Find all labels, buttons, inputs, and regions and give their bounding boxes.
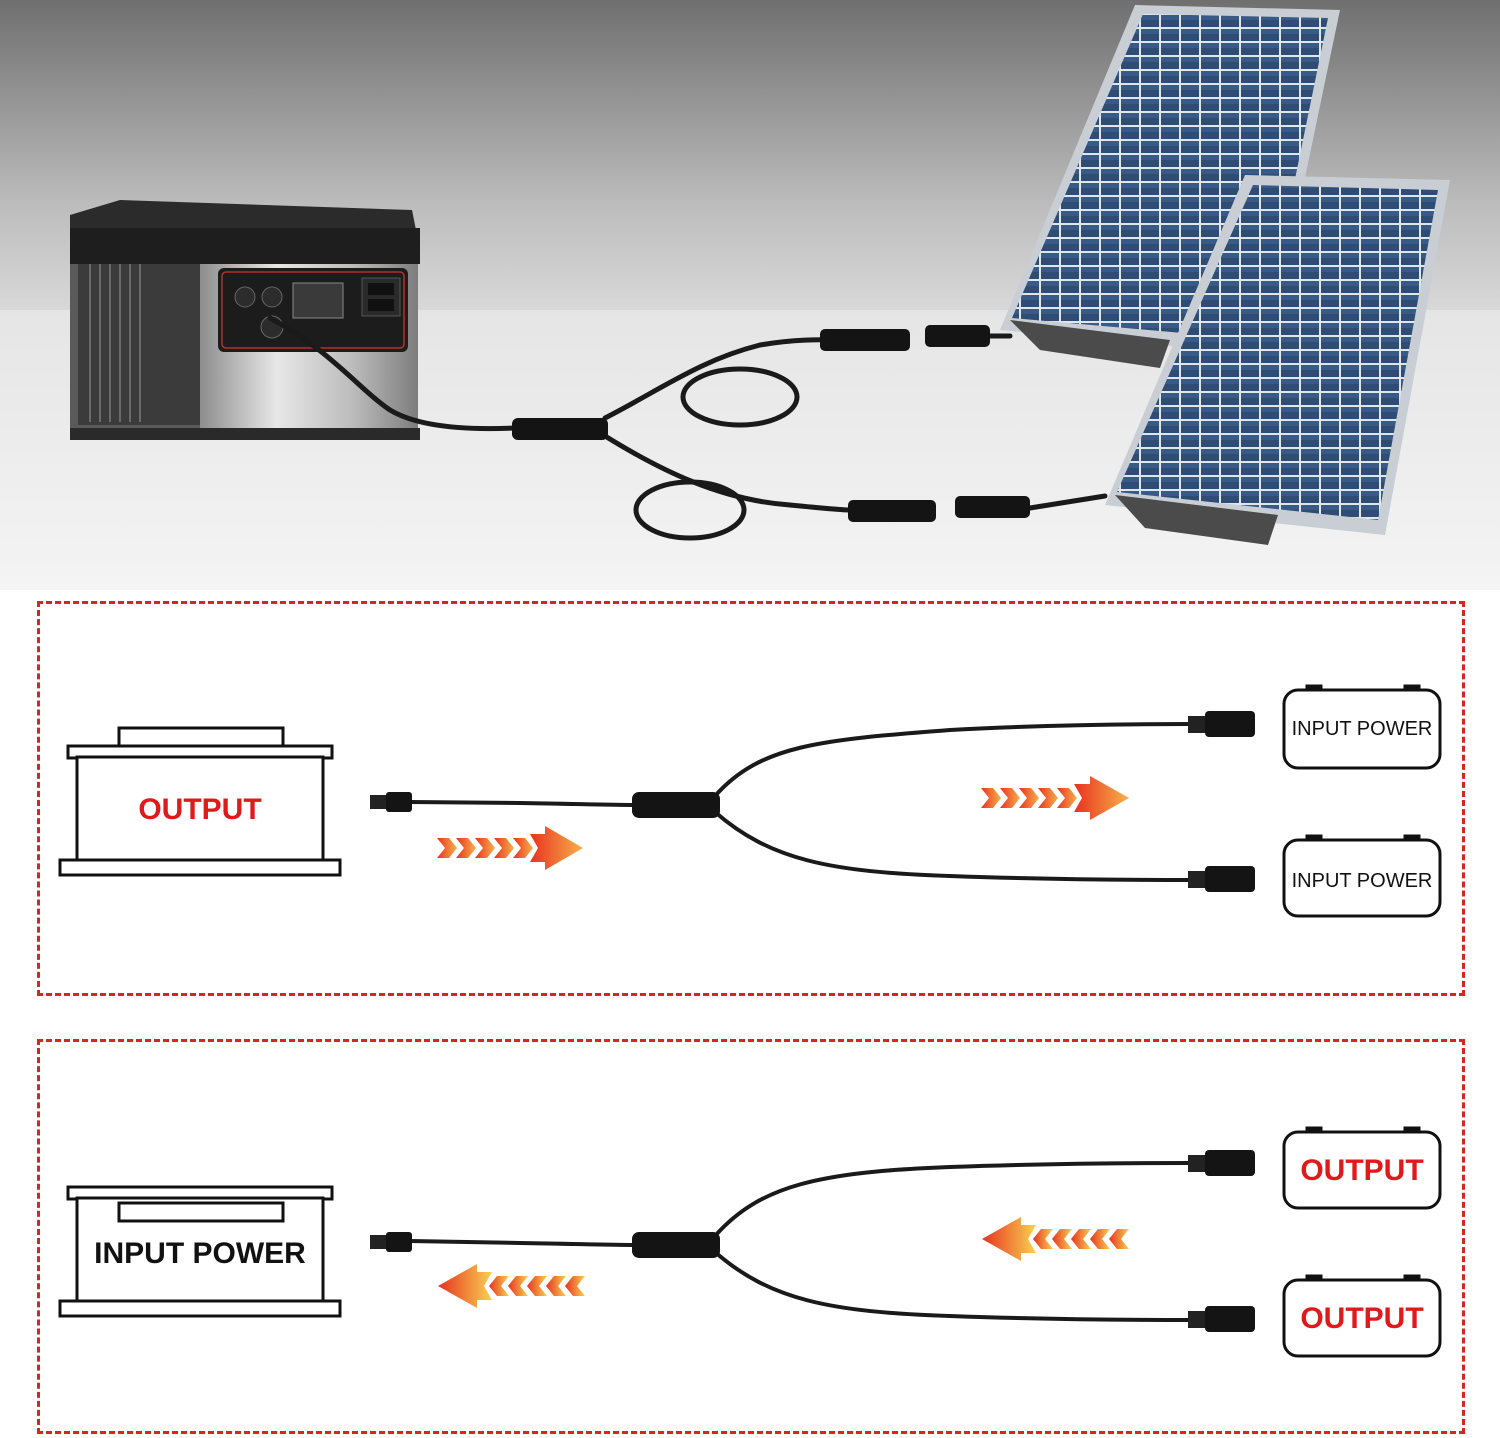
product-scene [0,0,1500,590]
diagram-frame-top [37,601,1465,996]
y-splitter-cable-icon [267,315,1108,541]
solar-panel-icon [1105,175,1450,545]
scene-illustration [0,0,1500,590]
power-station-icon [70,200,420,440]
diagram-frame-bottom [37,1039,1465,1434]
